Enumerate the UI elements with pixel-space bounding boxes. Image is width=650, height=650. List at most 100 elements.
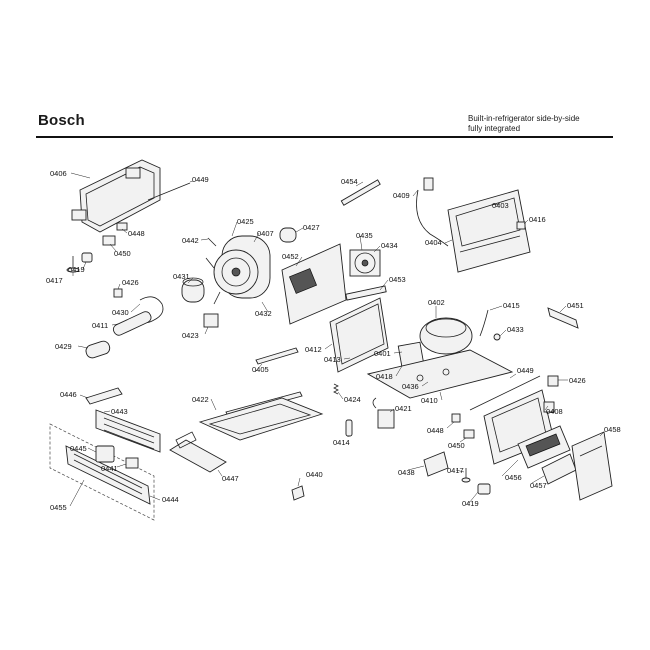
part-0416-clip [516, 221, 526, 230]
part-0440-clip-bottom [291, 485, 305, 501]
callout-0406: 0406 [50, 169, 67, 178]
part-0455-frame-outline [49, 423, 155, 521]
part-0421-actuator [372, 397, 395, 429]
callout-0403: 0403 [492, 201, 509, 210]
callout-0412: 0412 [305, 345, 322, 354]
brand-name: Bosch [38, 112, 85, 129]
callout-0416: 0416 [529, 215, 546, 224]
callout-0405: 0405 [252, 365, 269, 374]
callout-0433: 0433 [507, 325, 524, 334]
callout-0443: 0443 [111, 407, 128, 416]
part-0446-trim-strip [85, 387, 123, 405]
model-description-line-2: fully integrated [468, 124, 521, 133]
callout-0411: 0411 [92, 321, 108, 330]
callout-0415: 0415 [503, 301, 520, 310]
callout-0457: 0457 [530, 481, 547, 490]
part-0411-heater-tube [112, 311, 152, 336]
part-0427-roller [279, 227, 297, 243]
part-0448-clip-top [116, 222, 128, 231]
callout-0423: 0423 [182, 331, 199, 340]
callout-0431: 0431 [173, 272, 190, 281]
callout-0419-right: 0419 [462, 499, 479, 508]
part-0438-plate [423, 451, 449, 477]
callout-0436: 0436 [402, 382, 419, 391]
callout-0417-left: 0417 [46, 276, 63, 285]
part-0417-screw-left [66, 256, 80, 273]
part-0424-spring [333, 383, 339, 395]
part-0406-top-cover [71, 159, 161, 233]
part-0447-channel [169, 431, 227, 473]
part-0409-power-cable [416, 177, 449, 247]
callout-0417-right: 0417 [447, 466, 464, 475]
callout-0435: 0435 [356, 231, 373, 240]
part-0423-valve [203, 313, 219, 328]
callout-0456: 0456 [505, 473, 522, 482]
part-0429-fan-motor-small [85, 340, 111, 359]
callout-0401: 0401 [374, 349, 391, 358]
part-0422-drip-tray [198, 397, 324, 441]
part-0450-bracket-top [102, 235, 116, 246]
callout-0448-right: 0448 [427, 426, 444, 435]
callout-0449-right: 0449 [517, 366, 534, 375]
callout-0426-right: 0426 [569, 376, 586, 385]
callout-0410: 0410 [421, 396, 438, 405]
callout-0404: 0404 [425, 238, 442, 247]
model-description-line-1: Built-in-refrigerator side-by-side [468, 114, 580, 123]
part-0410-base-plate [366, 349, 514, 399]
callout-0427: 0427 [303, 223, 320, 232]
part-0414-pin [345, 419, 353, 437]
part-0403-back-panel [447, 189, 531, 273]
callout-0425: 0425 [237, 217, 254, 226]
part-0434-condenser-fan [349, 249, 381, 277]
callout-0438: 0438 [398, 468, 415, 477]
part-0450-bracket-right [463, 429, 475, 439]
part-0431-cylinder [181, 277, 205, 303]
callout-0451: 0451 [567, 301, 584, 310]
callout-0407: 0407 [257, 229, 274, 238]
part-0451-bracket-right [547, 307, 579, 329]
callout-labels: 0406 0449 0448 0450 0417 0419 0426 0430 … [46, 169, 621, 512]
callout-0453: 0453 [389, 275, 406, 284]
callout-0458: 0458 [604, 425, 621, 434]
callout-0429: 0429 [55, 342, 72, 351]
part-0433-grommet [493, 333, 501, 341]
callout-0413: 0413 [324, 355, 341, 364]
part-0449-rod-right [469, 375, 541, 411]
callout-0430: 0430 [112, 308, 129, 317]
part-0419-nut-right [477, 483, 491, 495]
part-0452-control-panel [281, 243, 347, 325]
callout-0408: 0408 [546, 407, 563, 416]
callout-0440: 0440 [306, 470, 323, 479]
part-0443-grille [95, 409, 161, 453]
callout-0432: 0432 [255, 309, 272, 318]
callout-0455: 0455 [50, 503, 67, 512]
callout-0426-left: 0426 [122, 278, 139, 287]
leader-lines [69, 172, 605, 507]
callout-0446: 0446 [60, 390, 77, 399]
callout-0444: 0444 [162, 495, 179, 504]
part-0449-rod-top [147, 182, 191, 201]
callout-0454: 0454 [341, 177, 358, 186]
part-0442-screw [207, 237, 217, 247]
callout-0450-top: 0450 [114, 249, 131, 258]
callout-0419-left: 0419 [68, 265, 85, 274]
callout-0442: 0442 [182, 236, 199, 245]
part-0445-motor-box [95, 445, 115, 463]
part-0444-toe-kick [65, 445, 151, 505]
part-0426-clip-right [547, 375, 559, 387]
callout-0452: 0452 [282, 252, 299, 261]
callout-0450-right: 0450 [448, 441, 465, 450]
part-0458-side-plate [571, 431, 613, 501]
callout-0441: 0441 [101, 464, 118, 473]
callout-0409: 0409 [393, 191, 410, 200]
callout-0418: 0418 [376, 372, 393, 381]
callout-0445: 0445 [70, 444, 87, 453]
part-0453-rail [345, 285, 387, 301]
part-0441-bracket [125, 457, 139, 469]
part-0417-screw-right [461, 468, 471, 483]
part-0415-tube [479, 309, 489, 337]
callout-0414: 0414 [333, 438, 350, 447]
part-0412-evaporator [329, 297, 389, 373]
part-0448-clip-right [451, 413, 461, 423]
